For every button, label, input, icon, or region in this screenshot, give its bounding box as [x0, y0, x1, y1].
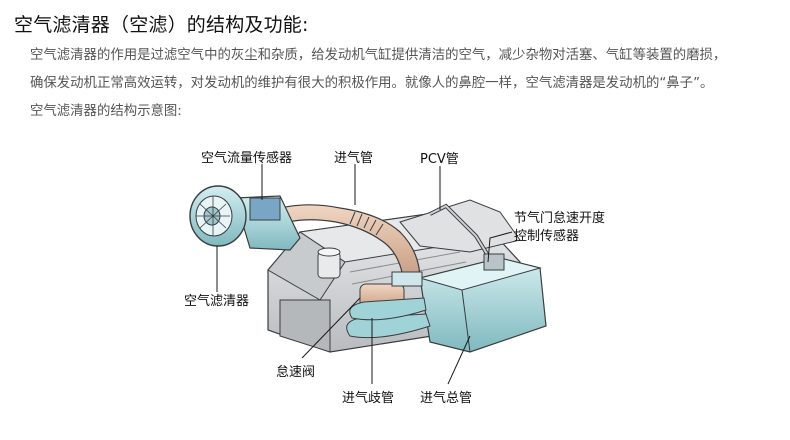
page-title: 空气滤清器（空滤）的结构及功能: [14, 14, 309, 36]
label-air-flow-sensor: 空气流量传感器 [201, 150, 292, 166]
paragraph-3: 空气滤清器的结构示意图: [30, 104, 182, 119]
intake-manifold [346, 253, 547, 353]
label-intake-pipe: 进气管 [334, 150, 373, 166]
label-pcv-pipe: PCV管 [420, 152, 459, 167]
body-text: 空气滤清器的作用是过滤空气中的灰尘和杂质，给发动机气缸提供清洁的空气，减少杂物对… [30, 42, 782, 126]
paragraph-2: 确保发动机正常高效运转，对发动机的维护有很大的积极作用。就像人的鼻腔一样，空气滤… [30, 76, 714, 91]
air-filter-assembly [189, 185, 301, 251]
label-throttle-sensor-line1: 节气门怠速开度 [514, 210, 605, 226]
label-intake-main: 进气总管 [420, 390, 472, 406]
label-intake-branch: 进气歧管 [342, 390, 394, 406]
label-air-filter: 空气滤清器 [184, 293, 249, 309]
paragraph-1: 空气滤清器的作用是过滤空气中的灰尘和杂质，给发动机气缸提供清洁的空气，减少杂物对… [30, 48, 727, 63]
label-idle-valve: 怠速阀 [276, 364, 315, 380]
leader-lines [216, 164, 513, 385]
label-throttle-sensor-line2: 控制传感器 [514, 228, 579, 244]
